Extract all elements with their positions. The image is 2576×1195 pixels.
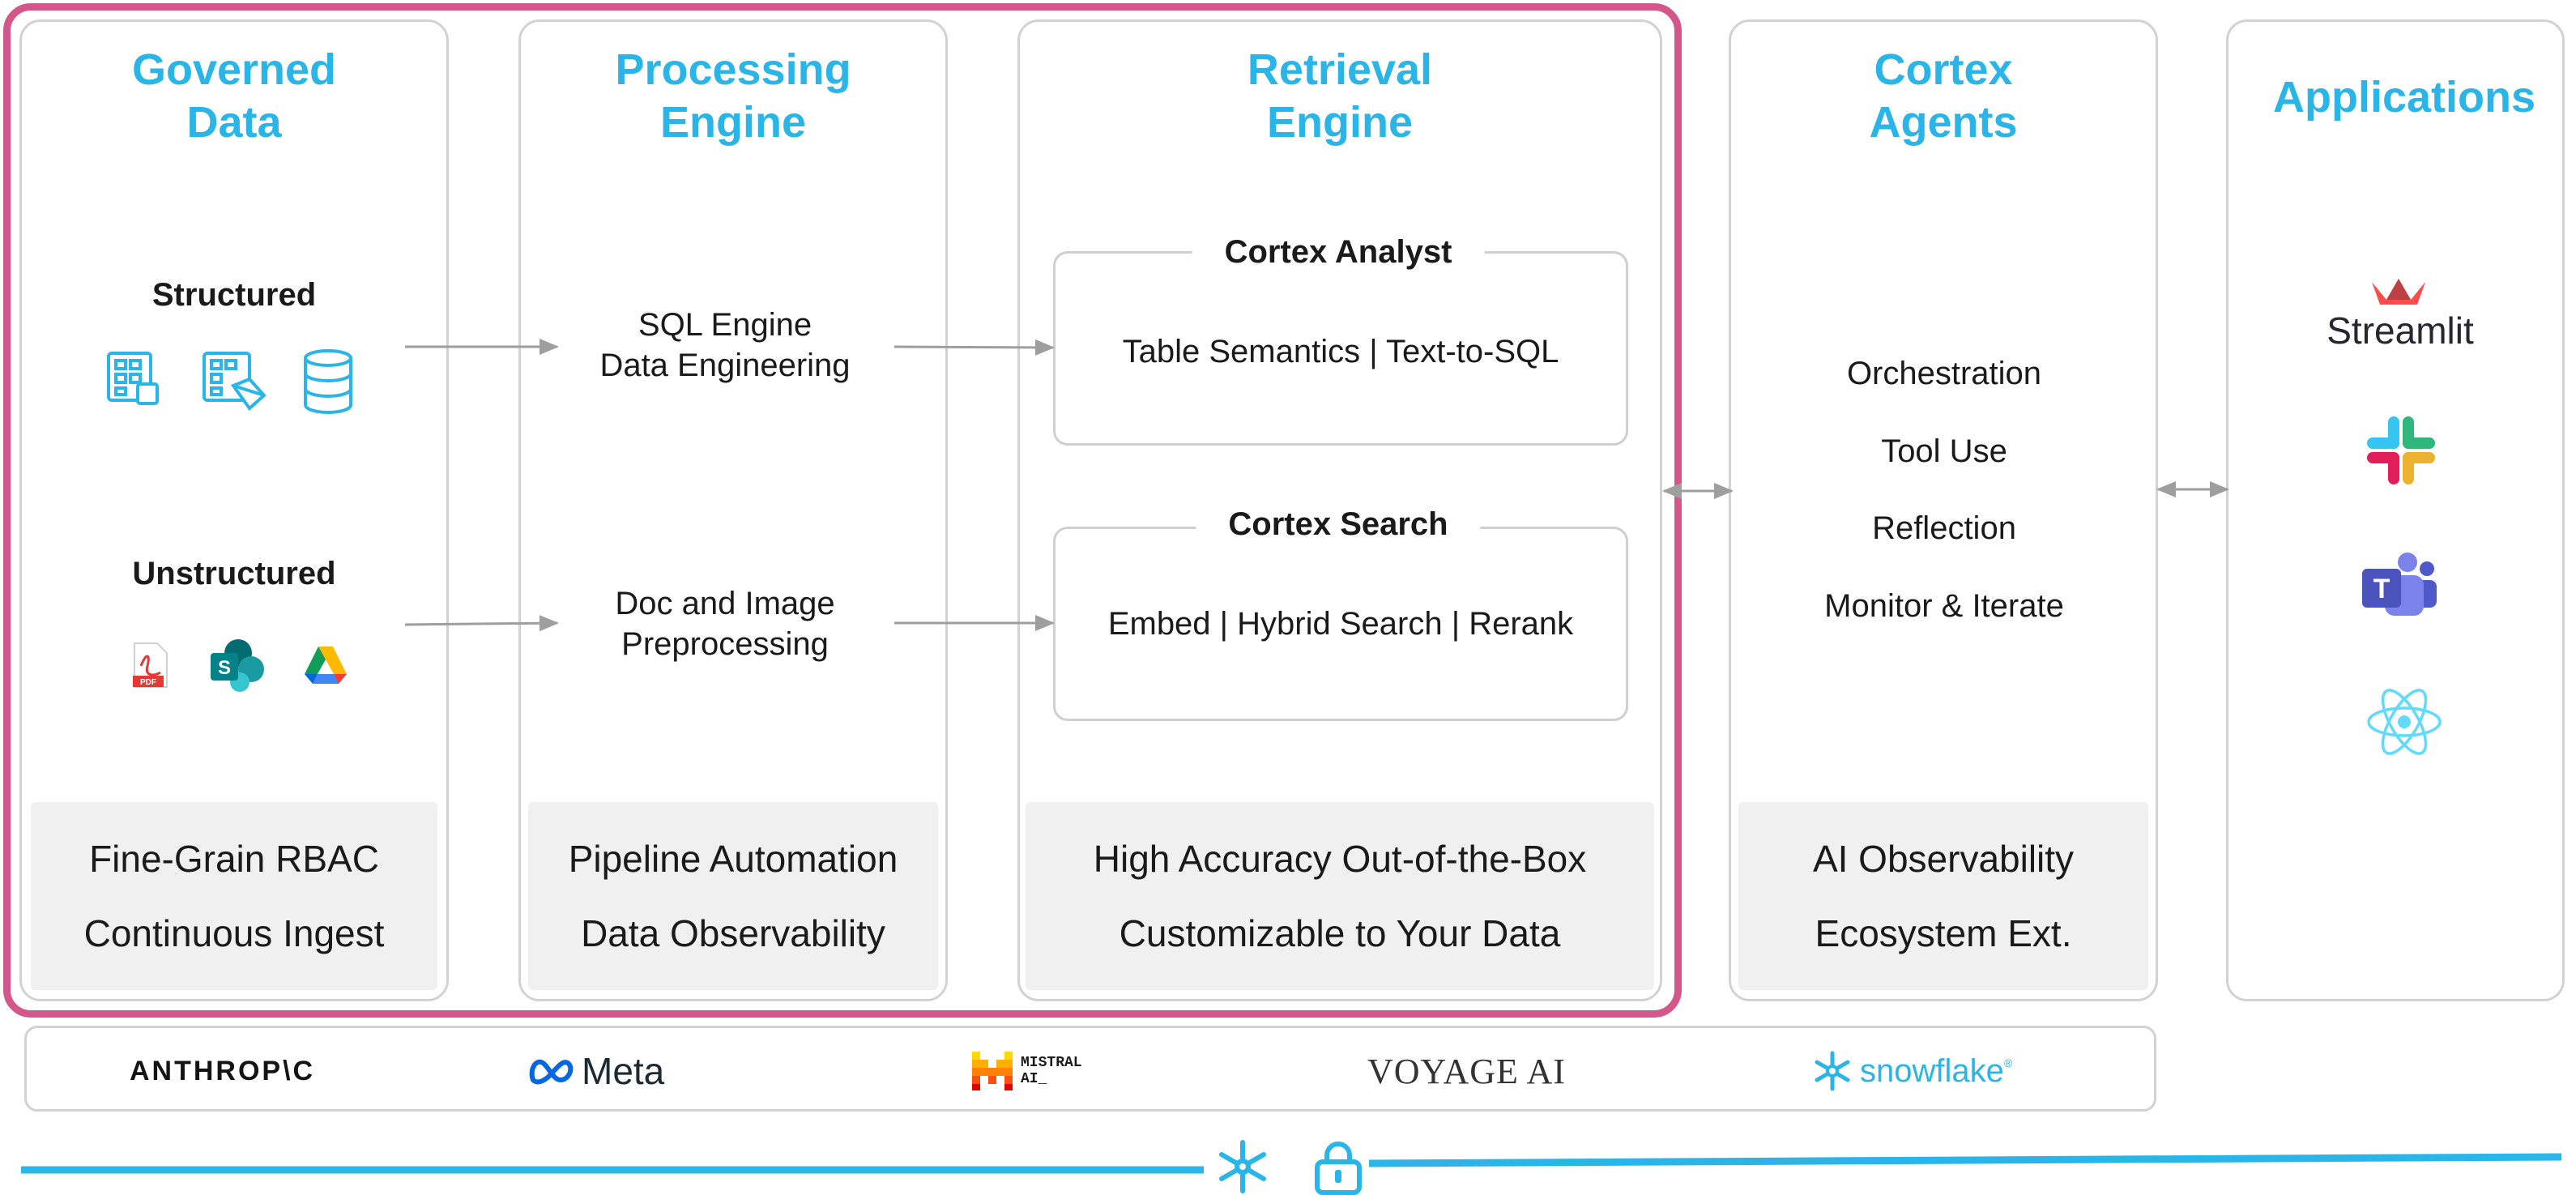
sharepoint-icon: S [211, 639, 264, 692]
cortex-analyst-box: Table Semantics | Text-to-SQL [1053, 251, 1628, 446]
meta-icon [529, 1059, 574, 1085]
meta-label: Meta [582, 1050, 665, 1092]
preprocessing-line: Preprocessing [621, 626, 829, 662]
bottom-line [21, 1140, 2562, 1195]
structured-label: Structured [151, 277, 317, 313]
react-icon [2367, 689, 2442, 755]
snowflake-logo-icon [1815, 1051, 1850, 1091]
streamlit-label: Streamlit [2327, 309, 2474, 352]
mistral-label-line2: AI_ [1021, 1071, 1047, 1087]
snowflake-label: snowflake [1860, 1052, 2004, 1089]
partner-anthropic: ANTHROP\C [130, 1052, 315, 1090]
svg-text:T: T [2373, 574, 2390, 604]
slack-icon [2367, 416, 2435, 484]
title-processing-engine: Processing Engine [615, 45, 851, 147]
sql-engine-line: SQL Engine [638, 307, 812, 343]
footer-retrieval-line1: High Accuracy Out-of-the-Box [1093, 838, 1587, 880]
footer-processing-line1: Pipeline Automation [568, 838, 898, 880]
data-engineering-line: Data Engineering [599, 348, 851, 383]
lock-icon [1315, 1142, 1362, 1195]
partner-meta: Meta [528, 1050, 665, 1092]
cortex-search-box: Embed | Hybrid Search | Rerank [1053, 527, 1628, 721]
svg-text:PDF: PDF [140, 678, 156, 687]
cortex-analyst-body: Table Semantics | Text-to-SQL [1122, 334, 1559, 369]
agent-item-orchestration: Orchestration [1846, 356, 2042, 391]
voyage-logo: VOYAGE AI [1367, 1051, 1566, 1091]
doc-image-line: Doc and Image [615, 586, 835, 621]
sql-engine-text: SQL Engine Data Engineering [518, 305, 932, 386]
mistral-label-line1: MISTRAL [1021, 1055, 1082, 1071]
footer-retrieval-line2: Customizable to Your Data [1119, 912, 1561, 954]
footer-governed-line1: Fine-Grain RBAC [89, 838, 379, 880]
doc-preprocessing-text: Doc and Image Preprocessing [518, 583, 932, 664]
agent-item-tool-use: Tool Use [1881, 433, 2007, 469]
database-icon [304, 349, 352, 414]
streamlit-icon [2372, 279, 2425, 305]
footer-agents-line2: Ecosystem Ext. [1815, 912, 2072, 954]
title-governed-data: Governed Data [131, 45, 337, 147]
table-chart-icon [203, 352, 267, 411]
title-cortex-agents: Cortex Agents [1869, 45, 2018, 147]
footer-retrieval: High Accuracy Out-of-the-Box Customizabl… [1026, 802, 1654, 990]
title-retrieval-engine: Retrieval Engine [1247, 45, 1433, 147]
footer-agents: AI Observability Ecosystem Ext. [1738, 802, 2148, 990]
platform-frame [3, 3, 1682, 1018]
snowflake-icon [1219, 1140, 1266, 1193]
partner-bar [24, 1026, 2156, 1112]
bottom-line-right [1368, 1153, 2562, 1167]
cortex-analyst-title: Cortex Analyst [1192, 232, 1485, 272]
table-app-icon [107, 352, 159, 405]
registered-mark: ® [2003, 1056, 2013, 1069]
footer-processing-line2: Data Observability [581, 912, 885, 954]
title-applications: Applications [2272, 73, 2536, 122]
cortex-search-body: Embed | Hybrid Search | Rerank [1107, 606, 1574, 642]
footer-governed: Fine-Grain RBAC Continuous Ingest [31, 802, 437, 990]
pdf-icon: PDF [133, 642, 168, 688]
arrow-unstructured-to-doc [404, 615, 559, 632]
unstructured-label: Unstructured [132, 556, 336, 591]
cortex-search-title: Cortex Search [1196, 504, 1481, 544]
arrow-sql-to-analyst [893, 339, 1055, 356]
column-applications [2226, 19, 2565, 1001]
partner-mistral: MISTRAL AI_ [972, 1052, 1082, 1090]
footer-agents-line1: AI Observability [1812, 838, 2075, 880]
partner-snowflake: snowflake ® [1811, 1051, 2013, 1091]
svg-text:S: S [218, 657, 231, 679]
mistral-icon [972, 1052, 1013, 1090]
footer-processing: Pipeline Automation Data Observability [528, 802, 938, 990]
google-drive-icon [305, 647, 347, 684]
agent-item-reflection: Reflection [1872, 510, 2016, 546]
anthropic-logo: ANTHROP\C [130, 1055, 316, 1086]
footer-governed-line2: Continuous Ingest [83, 912, 385, 954]
agent-item-monitor: Monitor & Iterate [1824, 588, 2064, 624]
partner-voyage: VOYAGE AI [1367, 1051, 1566, 1091]
teams-icon: T [2362, 553, 2437, 616]
